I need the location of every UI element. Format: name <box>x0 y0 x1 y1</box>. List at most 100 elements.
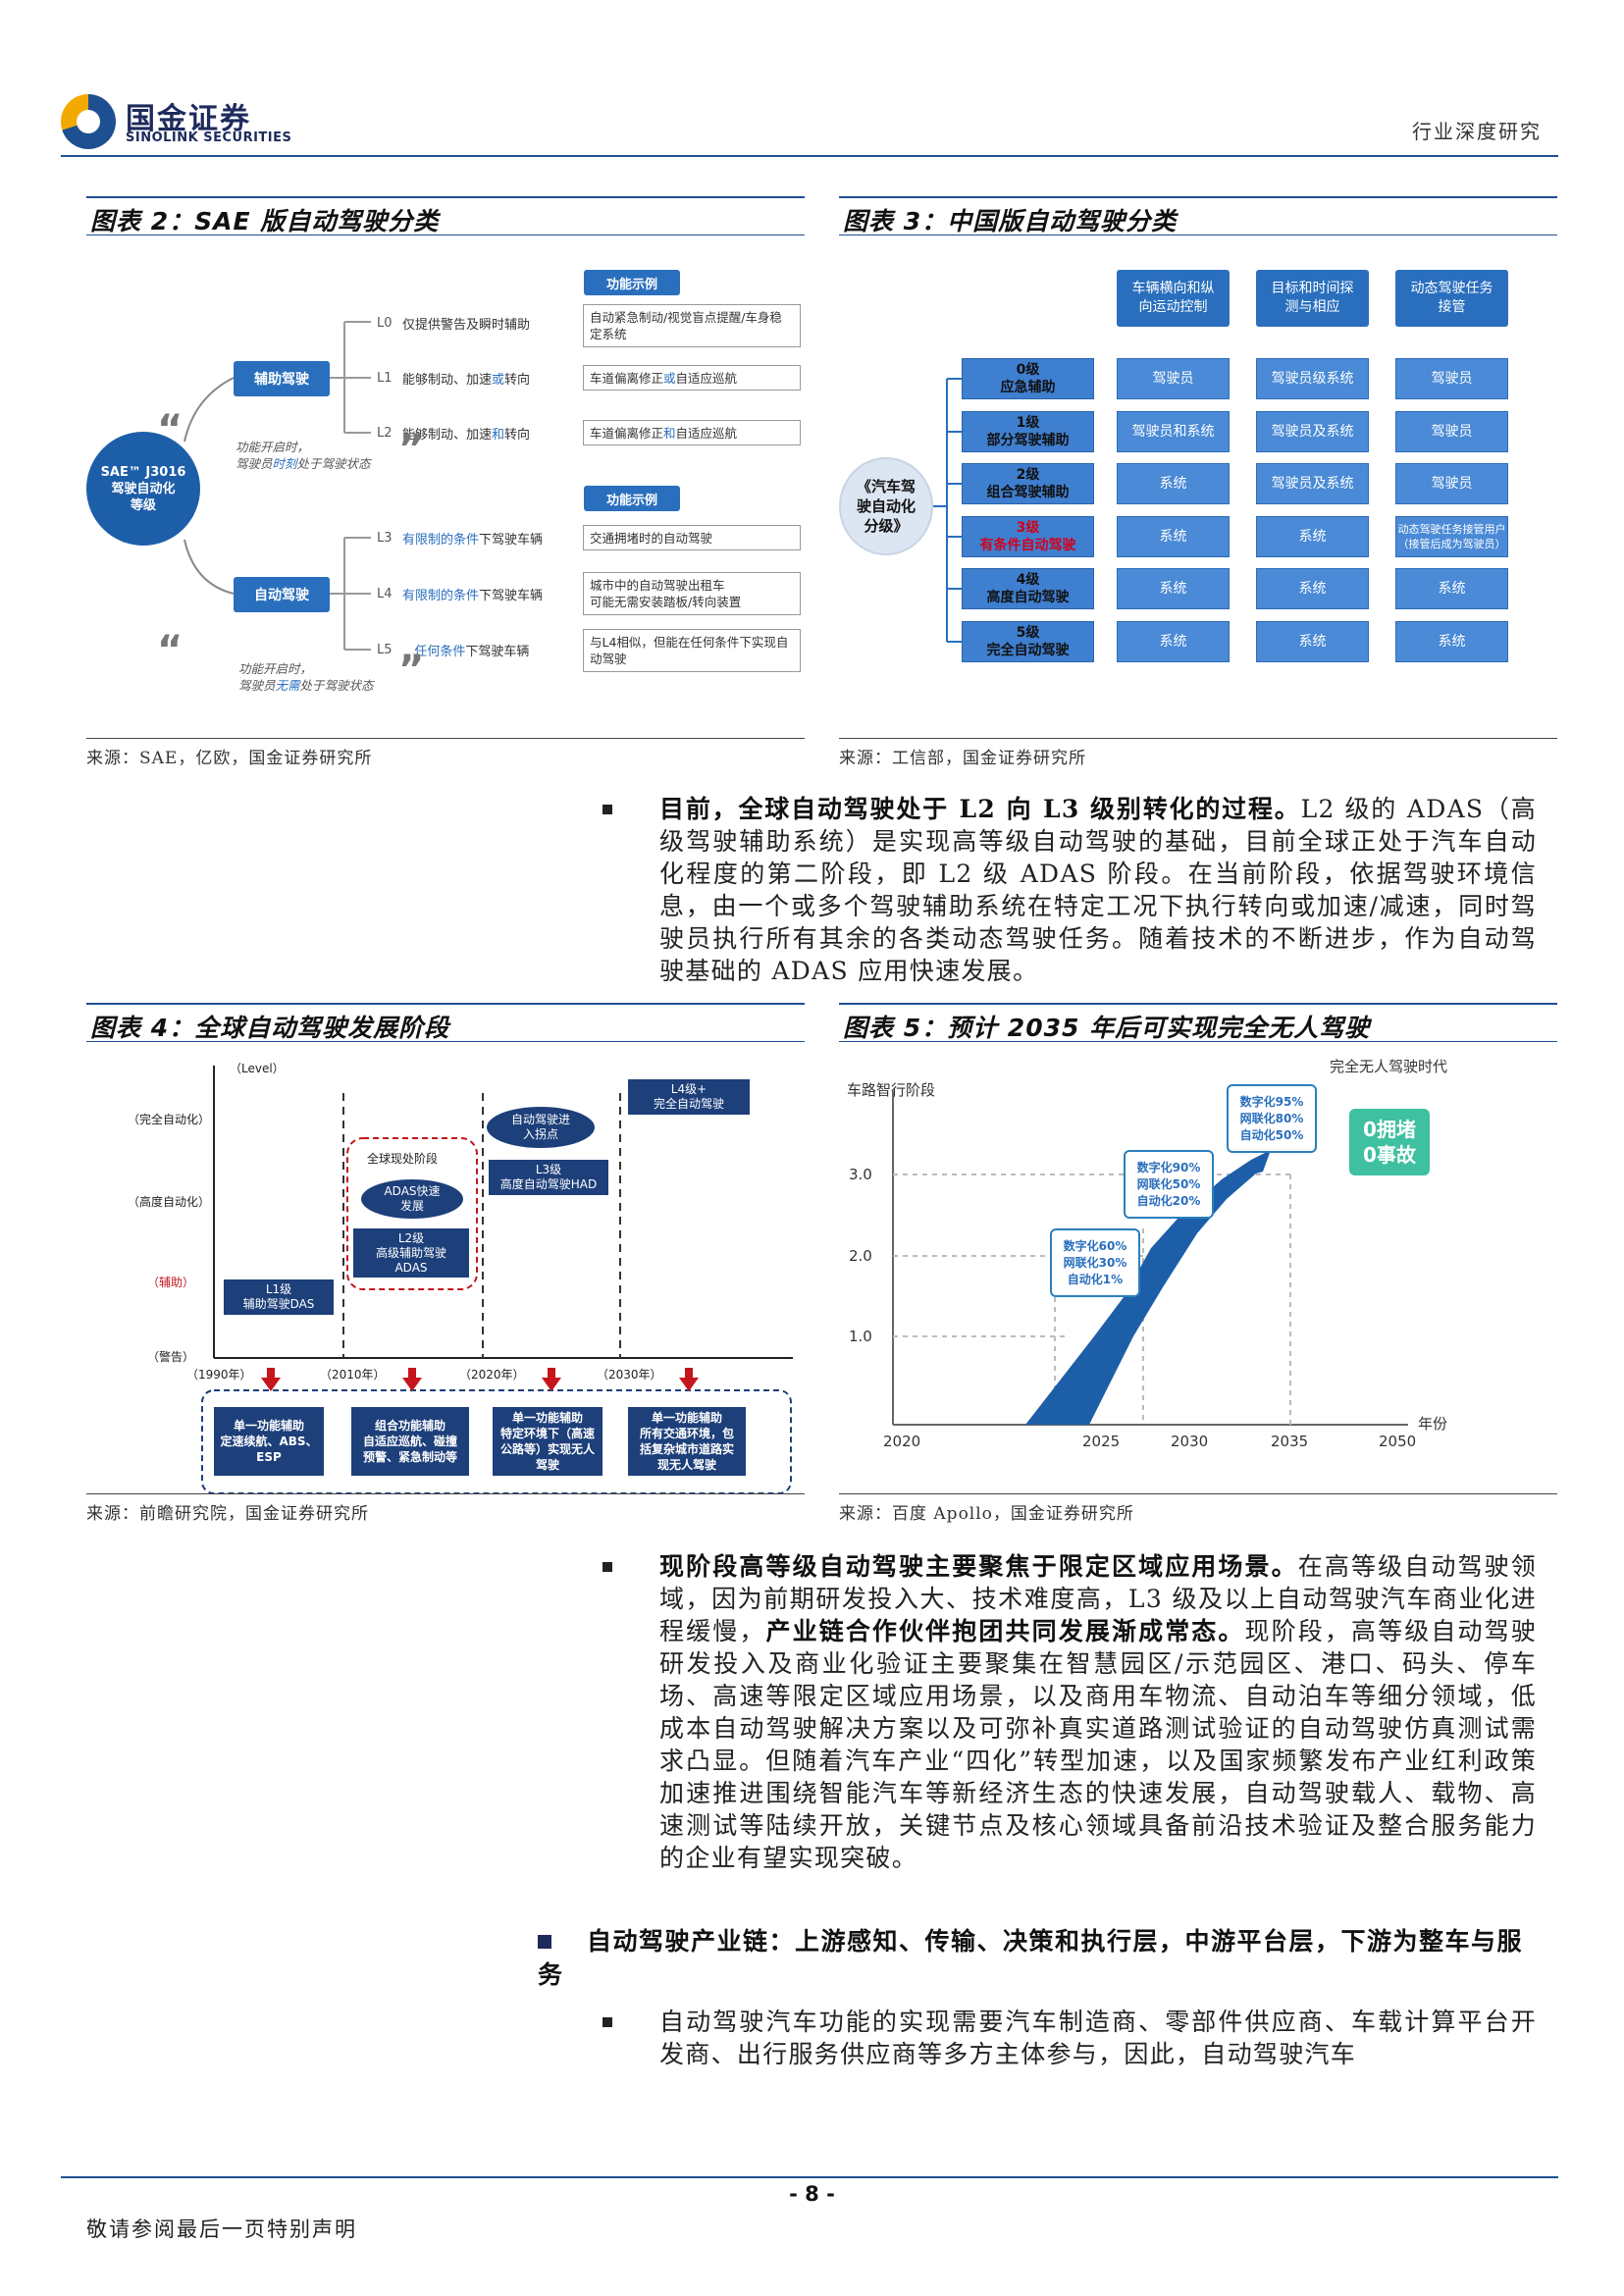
fig2-source-rule <box>86 738 805 739</box>
level-l5: L5 任何条件下驾驶车辆 <box>377 642 530 659</box>
fig2-diagram: SAE™ J3016 驾驶自动化 等级 辅助驾驶 自动驾驶 功能示例 功能示例 … <box>86 250 805 721</box>
paragraph-limited-scenarios: 现阶段高等级自动驾驶主要聚焦于限定区域应用场景。在高等级自动驾驶领域，因为前期研… <box>659 1552 1538 1872</box>
fig5-y-tick: 1.0 <box>849 1328 872 1345</box>
paragraph-industry-chain: 自动驾驶汽车功能的实现需要汽车制造商、零部件供应商、车载计算平台开发商、出行服务… <box>659 2008 1537 2068</box>
fig3-level-1: 1级部分驾驶辅助 <box>962 411 1094 452</box>
fig2-title: 图表 2：SAE 版自动驾驶分类 <box>86 196 805 235</box>
example-l3: 交通拥堵时的自动驾驶 <box>583 525 801 550</box>
report-type: 行业深度研究 <box>1412 120 1542 143</box>
fig5-chart: 车路智行阶段 3.0 2.0 1.0 2020 2025 2030 2035 2… <box>839 1052 1557 1493</box>
note-assist: 功能开启时， 驾驶员时刻处于驾驶状态 <box>236 440 371 471</box>
callout-2030: 数字化90% 网联化50% 自动化20% <box>1124 1150 1214 1219</box>
sinolink-logo-icon <box>61 94 116 149</box>
fig3-cell: 驾驶员和系统 <box>1117 411 1230 452</box>
callout-2025: 数字化60% 网联化30% 自动化1% <box>1050 1228 1140 1297</box>
stage-l2-box: L2级 高级辅助驾驶 ADAS <box>353 1228 469 1278</box>
fig2-source: 来源：SAE，亿欧，国金证券研究所 <box>86 749 373 768</box>
fig4-x-year: （2030年） <box>597 1368 662 1382</box>
sae-center-circle: SAE™ J3016 驾驶自动化 等级 <box>86 432 200 546</box>
fig3-header-control: 车辆横向和纵 向运动控制 <box>1117 270 1230 327</box>
fig4-source: 来源：前瞻研究院，国金证券研究所 <box>86 1504 369 1524</box>
paragraph-l2-l3: 目前，全球自动驾驶处于 L2 向 L3 级别转化的过程。L2 级的 ADAS（高… <box>659 795 1537 985</box>
stage-l1-box: L1级 辅助驾驶DAS <box>224 1279 334 1315</box>
inflection-bubble: 自动驾驶进 入拐点 <box>487 1107 595 1148</box>
down-arrow-icon <box>402 1368 422 1391</box>
fig5-x-tick: 2025 <box>1082 1433 1121 1450</box>
stage-l3-box: L3级 高度自动驾驶HAD <box>489 1160 608 1195</box>
fig5-plot <box>892 1091 1408 1426</box>
fig3-cell: 系统 <box>1117 568 1230 609</box>
footer-divider <box>61 2176 1558 2178</box>
fig3-cell: 系统 <box>1117 516 1230 557</box>
fig3-cell: 驾驶员 <box>1395 411 1508 452</box>
footer-disclaimer: 敬请参阅最后一页特别声明 <box>86 2218 357 2241</box>
adas-bubble: ADAS快速 发展 <box>361 1179 463 1219</box>
down-arrow-icon <box>542 1368 561 1391</box>
fig5-x-tick: 2020 <box>883 1433 921 1450</box>
callout-2035: 数字化95% 网联化80% 自动化50% <box>1227 1084 1317 1153</box>
fig3-cell: 系统 <box>1395 568 1508 609</box>
examples-label-2: 功能示例 <box>584 486 680 511</box>
fig5-x-tick: 2050 <box>1379 1433 1417 1450</box>
fig3-level-2: 2级组合驾驶辅助 <box>962 463 1094 504</box>
fig3-cell: 驾驶员 <box>1395 463 1508 504</box>
quote-open-icon-2: “ <box>157 628 183 673</box>
stage-l4-box: L4级+ 完全自动驾驶 <box>628 1079 750 1115</box>
fig4-y-title: （Level） <box>230 1062 285 1075</box>
section-bullet-icon <box>538 1935 551 1949</box>
fig3-cell: 驾驶员 <box>1395 358 1508 399</box>
fig3-cell: 系统 <box>1256 568 1369 609</box>
quote-close-icon-2: ” <box>398 648 425 693</box>
fig3-cell: 驾驶员级系统 <box>1256 358 1369 399</box>
auto-driving-box: 自动驾驶 <box>234 577 330 612</box>
quote-open-icon: “ <box>157 407 183 452</box>
example-l4: 城市中的自动驾驶出租车 可能无需安装踏板/转向装置 <box>583 572 801 615</box>
fig3-source-rule <box>839 738 1557 739</box>
fig3-level-3: 3级有条件自动驾驶 <box>962 516 1094 557</box>
fig4-diagram: （Level） （完全自动化） （高度自动化） （辅助） （警告） （1990年… <box>86 1052 805 1503</box>
fig4-x-year: （1990年） <box>186 1368 252 1382</box>
fig3-cell: 驾驶员及系统 <box>1256 463 1369 504</box>
bullet-icon <box>602 2017 612 2027</box>
fig4-y-level: （警告） <box>147 1350 195 1364</box>
examples-label-1: 功能示例 <box>584 270 680 295</box>
section-heading: 自动驾驶产业链：上游感知、传输、决策和执行层，中游平台层，下游为整车与服务 <box>538 1927 1524 1989</box>
fig3-cell: 驾驶员及系统 <box>1256 411 1369 452</box>
fig4-x-year: （2010年） <box>320 1368 386 1382</box>
fig5-y-tick: 2.0 <box>849 1247 872 1265</box>
fig5-x-title: 年份 <box>1418 1415 1448 1433</box>
fig3-title: 图表 3：中国版自动驾驶分类 <box>839 196 1557 235</box>
fig3-cell: 系统 <box>1117 463 1230 504</box>
bullet-icon <box>602 1562 612 1572</box>
goal-badge: 0拥堵 0事故 <box>1349 1109 1430 1175</box>
example-l5: 与L4相似，但能在任何条件下实现自动驾驶 <box>583 629 801 672</box>
fig3-level-4: 4级高度自动驾驶 <box>962 568 1094 609</box>
bullet-icon <box>602 805 612 814</box>
fig4-y-level: （辅助） <box>147 1276 195 1289</box>
fig5-x-tick: 2030 <box>1171 1433 1209 1450</box>
fig3-cell: 驾驶员 <box>1117 358 1230 399</box>
fig4-y-level: （高度自动化） <box>128 1195 211 1209</box>
fig3-connectors <box>933 378 962 643</box>
fig3-header-detect: 目标和时间探 测与相应 <box>1256 270 1369 327</box>
feature-box-3: 单一功能辅助 特定环境下（高速 公路等）实现无人 驾驶 <box>493 1407 602 1476</box>
page-number: - 8 - <box>789 2182 835 2206</box>
fig3-center-oval: 《汽车驾 驶自动化 分级》 <box>839 457 933 555</box>
fig5-title: 图表 5：预计 2035 年后可实现完全无人驾驶 <box>839 1003 1557 1042</box>
fig3-cell: 系统 <box>1256 621 1369 662</box>
fig4-y-level: （完全自动化） <box>128 1113 211 1126</box>
logo-text-cn: 国金证券 <box>126 102 251 136</box>
feature-box-1: 单一功能辅助 定速续航、ABS、 ESP <box>214 1407 324 1476</box>
fig5-source-rule <box>839 1493 1557 1494</box>
down-arrow-icon <box>261 1368 281 1391</box>
quote-close-icon: ” <box>398 427 425 472</box>
feature-box-4: 单一功能辅助 所有交通环境，包 括复杂城市道路实 现无人驾驶 <box>628 1407 746 1476</box>
fig3-level-0: 0级应急辅助 <box>962 358 1094 399</box>
down-arrow-icon <box>679 1368 699 1391</box>
fig3-level-5: 5级完全自动驾驶 <box>962 621 1094 662</box>
fig5-y-tick: 3.0 <box>849 1166 872 1183</box>
